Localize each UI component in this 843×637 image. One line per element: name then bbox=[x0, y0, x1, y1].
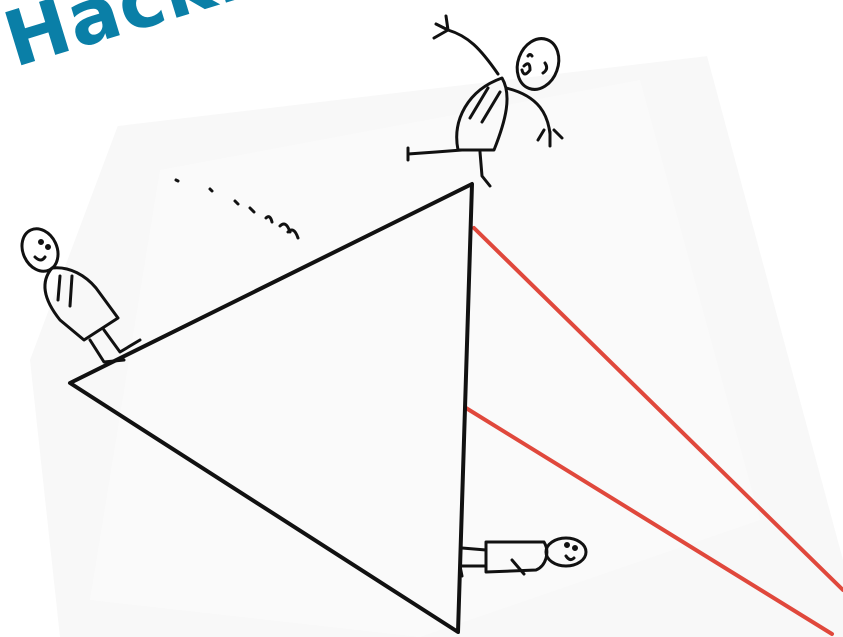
laser-beams bbox=[464, 226, 843, 636]
left-figure bbox=[20, 227, 142, 364]
motion-trail bbox=[174, 178, 300, 240]
laser-beam-upper bbox=[472, 226, 843, 592]
falling-figure-body bbox=[455, 76, 509, 152]
bottom-figure-body bbox=[484, 540, 549, 574]
laser-beam-lower bbox=[464, 406, 834, 636]
falling-figure bbox=[406, 14, 564, 188]
left-figure-body bbox=[43, 266, 120, 342]
bottom-figure bbox=[458, 536, 588, 578]
falling-figure-head bbox=[515, 37, 561, 91]
pyramid-triangle bbox=[68, 182, 474, 634]
